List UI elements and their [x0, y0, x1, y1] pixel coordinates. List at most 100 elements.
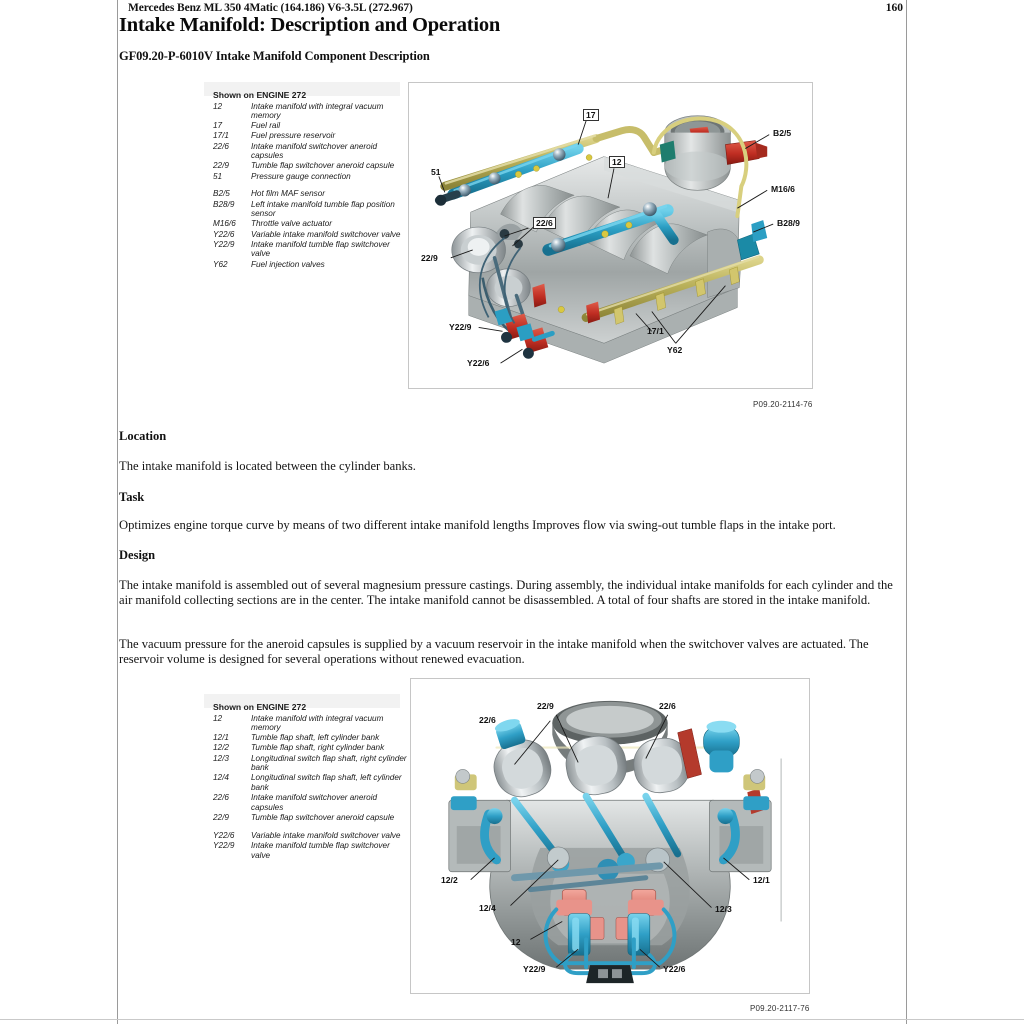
figure2-caption: P09.20-2117-76	[750, 1004, 810, 1013]
legend-item-key: 12/3	[213, 753, 229, 763]
legend-item-key: 12	[213, 713, 223, 723]
legend-spacer-cell	[213, 182, 409, 190]
legend-row: 17 Fuel rail	[213, 121, 409, 131]
figure2-legend: Shown on ENGINE 272 12 Intake manifold wi…	[204, 694, 409, 861]
legend-item-key: 12/1	[213, 733, 229, 743]
paragraph-design-1: The intake manifold is assembled out of …	[119, 578, 893, 608]
legend-item-label: Tumble flap switchover aneroid capsule	[251, 813, 395, 822]
figure1-legend-title: Shown on ENGINE 272	[213, 90, 307, 100]
legend-row: 22/6 Intake manifold switchover aneroid c…	[213, 142, 409, 162]
legend-row: B2/5 Hot film MAF sensor	[213, 189, 409, 199]
legend-item-key: 22/6	[213, 141, 229, 151]
callout-51: 51	[431, 167, 441, 177]
legend-band	[204, 82, 400, 96]
legend-item-label: Intake manifold switchover aneroid capsu…	[251, 141, 378, 161]
legend-item-label: Intake manifold with integral vacuum mem…	[251, 713, 384, 733]
legend-item-key: 22/6	[213, 793, 229, 803]
legend-item-key: B28/9	[213, 199, 235, 209]
legend-item-label: Throttle valve actuator	[251, 219, 333, 229]
heading-location: Location	[119, 429, 167, 443]
legend-item-label: Pressure gauge connection	[251, 171, 351, 181]
legend-item-label: Fuel rail	[251, 121, 281, 131]
callout-12-3: 12/3	[715, 904, 732, 914]
callout-12: 12	[511, 937, 521, 947]
callout-12-4: 12/4	[479, 903, 496, 913]
legend-item-key: M16/6	[213, 219, 236, 229]
figure2-legend-table: 12 Intake manifold with integral vacuum m…	[213, 714, 409, 861]
legend-item-label: Tumble flap shaft, left cylinder bank	[251, 733, 380, 743]
callout-22-6-right: 22/6	[659, 701, 676, 711]
callout-17: 17	[583, 109, 599, 121]
page-title: Intake Manifold: Description and Operati…	[119, 14, 501, 36]
legend-item-key: 17/1	[213, 131, 229, 141]
legend-item-label: Tumble flap switchover aneroid capsule	[251, 161, 395, 171]
legend-row: 12 Intake manifold with integral vacuum m…	[213, 714, 409, 734]
callout-12-1: 12/1	[753, 875, 770, 885]
legend-item-key: 22/9	[213, 161, 229, 171]
callout-y22-6: Y22/6	[663, 964, 686, 974]
legend-item-key: 12/4	[213, 773, 229, 783]
legend-item-label: Hot film MAF sensor	[251, 189, 326, 199]
legend-spacer-cell	[213, 823, 409, 831]
legend-row: Y22/9 Intake manifold tumble flap switcho…	[213, 841, 409, 861]
legend-spacer	[213, 823, 409, 831]
callout-17-1: 17/1	[647, 326, 664, 336]
callout-12: 12	[609, 156, 625, 168]
legend-item-label: Longitudinal switch flap shaft, left cyl…	[251, 773, 402, 793]
figure2-frame: 22/9 22/6 22/6 12/2 12/1 12/4 12/3 12 Y2…	[410, 678, 810, 994]
callout-y22-9: Y22/9	[523, 964, 546, 974]
page-rule-bottom	[0, 1019, 1024, 1020]
figure2-legend-title: Shown on ENGINE 272	[213, 702, 307, 712]
page-rule-right	[906, 0, 907, 1024]
legend-item-key: Y62	[213, 259, 228, 269]
callout-y22-9: Y22/9	[449, 322, 472, 332]
callout-22-6-left: 22/6	[479, 715, 496, 725]
callout-b28-9: B28/9	[777, 218, 800, 228]
legend-item-label: Variable intake manifold switchover valv…	[251, 229, 401, 239]
legend-row: 22/9 Tumble flap switchover aneroid capsu…	[213, 161, 409, 171]
legend-item-key: 12/2	[213, 743, 229, 753]
legend-row: 12/2 Tumble flap shaft, right cylinder ba…	[213, 743, 409, 753]
legend-item-label: Intake manifold tumble flap switchover v…	[251, 840, 390, 860]
legend-row: 12/1 Tumble flap shaft, left cylinder ban…	[213, 733, 409, 743]
heading-design: Design	[119, 548, 156, 562]
callout-y62: Y62	[667, 345, 683, 355]
legend-row: 12/3 Longitudinal switch flap shaft, righ…	[213, 754, 409, 774]
section-subheading: GF09.20-P-6010V Intake Manifold Componen…	[119, 49, 430, 63]
legend-item-key: Y22/9	[213, 840, 235, 850]
callout-y22-6: Y22/6	[467, 358, 490, 368]
paragraph-design-2: The vacuum pressure for the aneroid caps…	[119, 637, 869, 667]
legend-item-key: B2/5	[213, 189, 230, 199]
legend-item-label: Fuel injection valves	[251, 259, 325, 269]
callout-12-2: 12/2	[441, 875, 458, 885]
figure1-frame: 17 12 B2/5 M16/6 B28/9 51 22/6 22/9 Y22/…	[408, 82, 813, 389]
page-rule-left	[117, 0, 118, 1024]
legend-item-key: Y22/6	[213, 830, 235, 840]
paragraph-task: Optimizes engine torque curve by means o…	[119, 518, 836, 532]
legend-row: 22/9 Tumble flap switchover aneroid capsu…	[213, 813, 409, 823]
callout-b2-5: B2/5	[773, 128, 792, 138]
legend-item-label: Tumble flap shaft, right cylinder bank	[251, 743, 385, 753]
callout-22-9: 22/9	[421, 253, 438, 263]
legend-row: M16/6 Throttle valve actuator	[213, 219, 409, 229]
intake-manifold-isometric-diagram	[409, 83, 812, 388]
page-number: 160	[885, 2, 903, 14]
legend-item-key: 17	[213, 121, 223, 131]
callout-22-9: 22/9	[537, 701, 554, 711]
legend-band	[204, 694, 400, 708]
legend-item-key: 22/9	[213, 813, 229, 822]
legend-item-label: Intake manifold tumble flap switchover v…	[251, 239, 390, 259]
legend-item-label: Longitudinal switch flap shaft, right cy…	[251, 753, 407, 773]
legend-spacer	[213, 182, 409, 190]
callout-m16-6: M16/6	[771, 184, 795, 194]
intake-manifold-front-view-diagram	[411, 679, 809, 993]
